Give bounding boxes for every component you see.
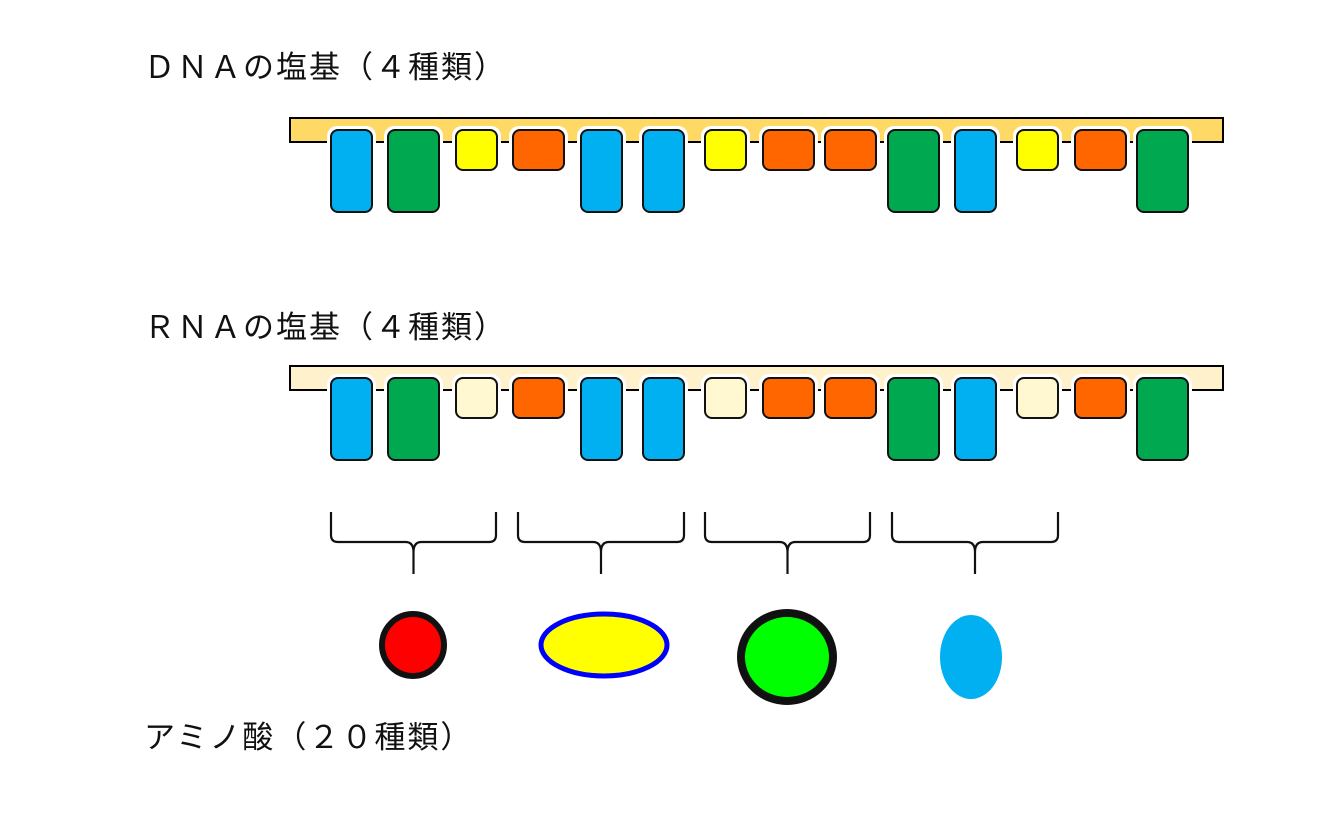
codon-bracket (516, 512, 686, 574)
rna-base-blue (330, 377, 373, 461)
dna-base-green (887, 129, 940, 213)
dna-bases-title: ＤＮＡの塩基（４種類） (144, 50, 507, 86)
dna-base-orange (824, 129, 877, 171)
dna-base-green (1136, 129, 1189, 213)
dna-base-orange (762, 129, 815, 171)
dna-backbone (289, 117, 1224, 143)
rna-base-cream (455, 377, 498, 419)
rna-base-blue (642, 377, 685, 461)
rna-base-blue (580, 377, 623, 461)
dna-base-yellow (1016, 129, 1059, 171)
rna-bases-title: ＲＮＡの塩基（４種類） (144, 310, 507, 346)
dna-base-yellow (704, 129, 747, 171)
dna-base-orange (512, 129, 565, 171)
amino-acids-title: アミノ酸（２０種類） (144, 720, 474, 756)
blue-amino-acid (940, 615, 1002, 699)
red-amino-acid (379, 611, 447, 679)
dna-base-green (387, 129, 440, 213)
yellow-amino-acid (538, 611, 670, 679)
codon-bracket (329, 512, 498, 574)
rna-base-orange (512, 377, 565, 419)
dna-base-blue (954, 129, 997, 213)
dna-base-blue (330, 129, 373, 213)
rna-base-orange (824, 377, 877, 419)
rna-base-cream (1016, 377, 1059, 419)
rna-base-blue (954, 377, 997, 461)
dna-base-blue (642, 129, 685, 213)
rna-base-green (887, 377, 940, 461)
rna-backbone (289, 365, 1224, 391)
dna-base-orange (1074, 129, 1127, 171)
codon-bracket (703, 512, 872, 574)
rna-base-cream (704, 377, 747, 419)
rna-base-orange (1074, 377, 1127, 419)
rna-base-green (387, 377, 440, 461)
dna-base-yellow (455, 129, 498, 171)
green-amino-acid (737, 609, 837, 705)
dna-base-blue (580, 129, 623, 213)
rna-base-green (1136, 377, 1189, 461)
rna-base-orange (762, 377, 815, 419)
codon-bracket (890, 512, 1060, 574)
